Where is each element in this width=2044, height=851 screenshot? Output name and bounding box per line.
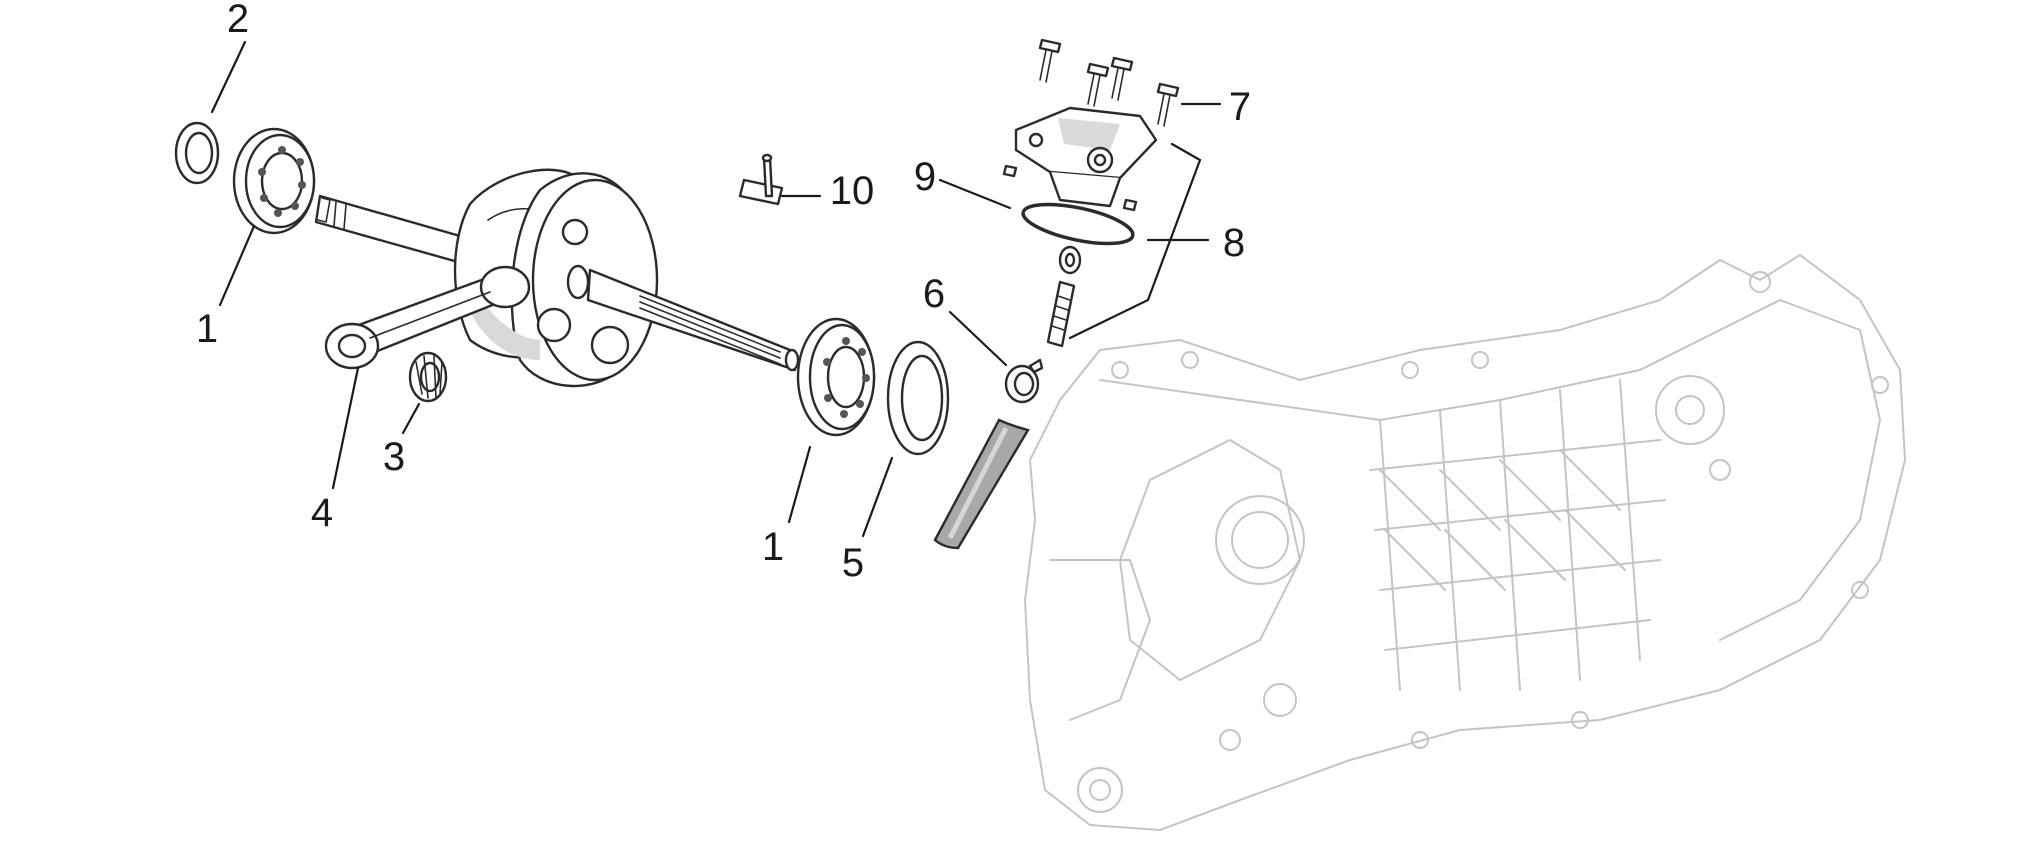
callout-2: 2 (227, 0, 249, 41)
hose-clip (1004, 358, 1044, 404)
callout-10: 10 (830, 169, 875, 213)
callout-5: 5 (842, 541, 864, 585)
dowel-pin (738, 153, 784, 206)
callout-7: 7 (1229, 85, 1251, 129)
callout-1-right: 1 (762, 525, 784, 569)
callout-4: 4 (311, 491, 333, 535)
leader-4 (331, 366, 360, 490)
crankshaft (314, 168, 800, 388)
crankcase-housing (1023, 253, 1907, 832)
screws (1038, 38, 1180, 127)
callout-3: 3 (383, 435, 405, 479)
callout-1-left: 1 (196, 307, 218, 351)
callout-6: 6 (923, 272, 945, 316)
oil-pump-assembly (1002, 106, 1158, 348)
callout-8: 8 (1223, 221, 1245, 265)
bearing-right (796, 317, 876, 437)
leader-3 (401, 402, 421, 435)
callout-labels: 2 1 3 4 1 5 6 7 8 9 10 (196, 0, 1251, 585)
leader-5 (861, 456, 894, 538)
oil-hose (933, 418, 1030, 550)
leader-2 (210, 40, 247, 114)
o-ring (1021, 202, 1135, 246)
leader-9 (938, 178, 1012, 210)
leader-1a (218, 224, 256, 307)
leader-1b (787, 445, 812, 524)
bearing-left (232, 127, 316, 235)
oil-seal-left (174, 121, 220, 185)
oil-seal-right (886, 340, 950, 456)
needle-bearing (408, 351, 448, 403)
leader-lines (210, 40, 1222, 538)
connecting-rod (324, 265, 531, 370)
leader-8 (1068, 142, 1210, 340)
callout-9: 9 (914, 155, 936, 199)
leader-6 (948, 310, 1008, 367)
